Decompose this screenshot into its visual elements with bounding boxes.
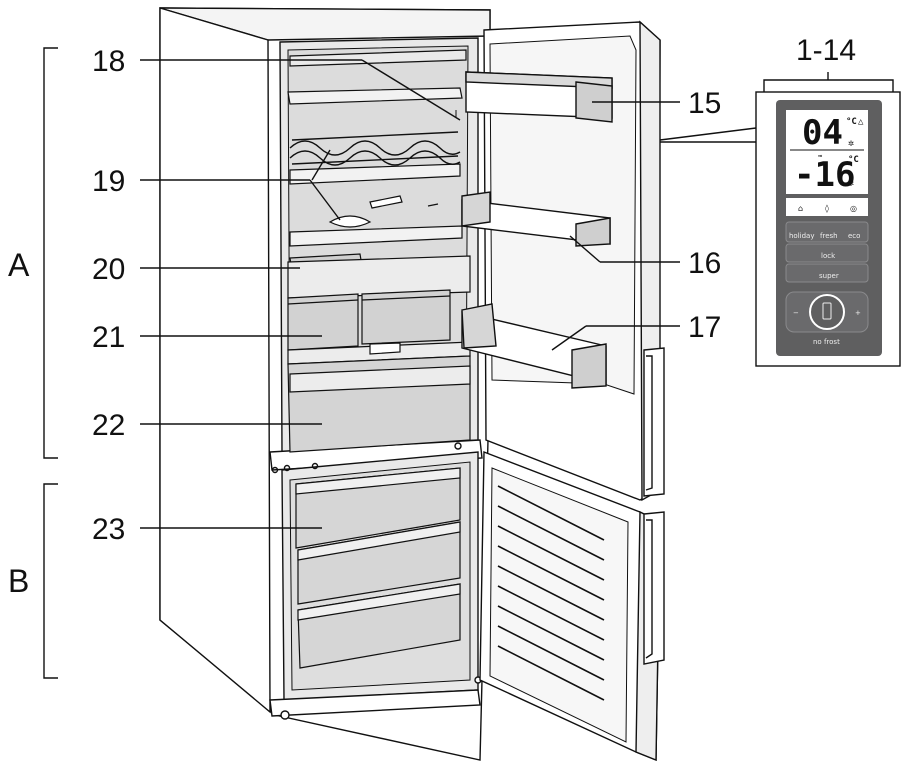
freezer-drawers [295, 467, 461, 669]
bell-icon: △ [858, 117, 864, 127]
upper-shelves [287, 49, 467, 247]
fridge-unit: °C [846, 117, 857, 127]
freezer-door-ribs [497, 485, 605, 701]
door-bins [461, 71, 613, 389]
fresh-drawer [287, 341, 471, 453]
callout-20: 20 [92, 253, 125, 286]
holiday-fresh-eco-button-row[interactable] [785, 221, 869, 243]
minus-button[interactable]: − [793, 309, 799, 317]
section-brackets [43, 47, 58, 679]
eco-button-label: eco [848, 232, 860, 240]
callout-numbers: 18 19 20 21 22 23 15 16 17 1-14 [92, 34, 856, 546]
lock-button-label: lock [821, 252, 836, 260]
holiday-icon: ⌂ [798, 204, 803, 213]
fresh-button-label: fresh [820, 232, 838, 240]
key-icon: ⊸ [818, 152, 823, 160]
leader-lines [140, 59, 894, 529]
callout-17: 17 [688, 311, 721, 344]
super-button-label: super [819, 272, 839, 280]
eco-icon: ◎ [850, 204, 857, 213]
dial-label: no frost [813, 338, 840, 346]
snowflake-icon: ✲ [848, 178, 854, 189]
super-button[interactable] [785, 263, 869, 283]
wine-rack [289, 131, 461, 166]
callout-18: 18 [92, 45, 125, 78]
callout-22: 22 [92, 409, 125, 442]
callout-15: 15 [688, 87, 721, 120]
freezer-unit: °C [848, 155, 859, 165]
section-label-a: A [8, 247, 30, 283]
lock-button[interactable] [785, 243, 869, 263]
snowflake-icon: ✲ [848, 138, 854, 149]
callout-19: 19 [92, 165, 125, 198]
callout-21: 21 [92, 321, 125, 354]
callout-16: 16 [688, 247, 721, 280]
door-handles[interactable] [643, 347, 665, 665]
callout-23: 23 [92, 513, 125, 546]
lcd-display: 04 °C -16 °C △ ✲ ✲ ⊸ [786, 110, 868, 195]
freezer-door[interactable] [479, 450, 661, 762]
section-labels: A B [8, 247, 30, 599]
plus-button[interactable]: + [855, 309, 861, 317]
temperature-dial[interactable] [809, 294, 845, 330]
freezer-temperature: -16 [794, 155, 855, 195]
control-panel: 04 °C -16 °C △ ✲ ✲ ⊸ ⌂ ◊ ◎ holiday fresh… [755, 91, 901, 367]
fresh-icon: ◊ [825, 204, 829, 213]
fridge-temperature: 04 [802, 113, 843, 153]
callout-1-14: 1-14 [796, 34, 856, 67]
section-label-b: B [8, 563, 29, 599]
holiday-button-label: holiday [789, 232, 814, 240]
bottle-holder [328, 195, 439, 228]
